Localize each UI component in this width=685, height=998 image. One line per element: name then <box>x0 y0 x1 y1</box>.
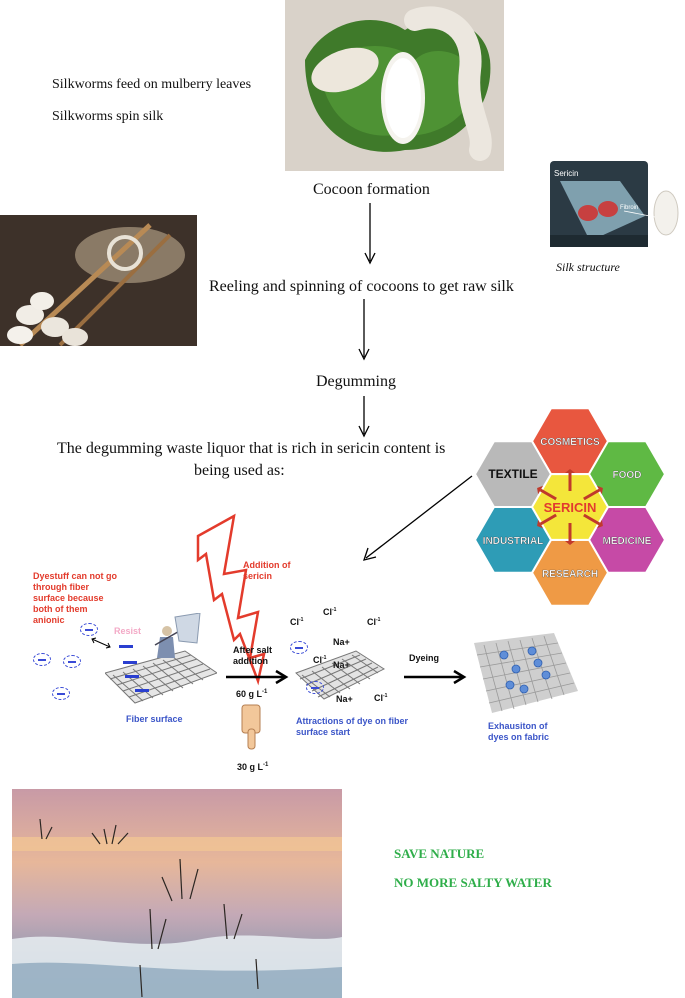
dose-30-exponent: -1 <box>263 762 269 768</box>
fiber-mesh-illustration <box>104 612 219 704</box>
dyeing-label: Dyeing <box>409 653 440 663</box>
reeling-photo <box>0 215 197 346</box>
fiber-surface-label: Fiber surface <box>126 714 183 724</box>
dyed-fabric-graphic <box>474 633 578 715</box>
arrow-down-icon <box>364 203 376 265</box>
save-nature-text: SAVE NATURE <box>394 846 485 861</box>
hex-arrowhead-cosmetics <box>565 469 575 473</box>
fiber-surface-graphic: Resist <box>104 612 219 708</box>
hex-label-medicine: MEDICINE <box>603 536 652 547</box>
chloride-ion-charge: -1 <box>383 693 388 699</box>
hex-arrowhead-food <box>596 485 603 495</box>
dose-30-label: 30 g L-1 <box>237 762 268 772</box>
arrow-right-icon <box>404 669 467 685</box>
salty-water-photo <box>12 789 342 998</box>
resist-label: Resist <box>114 626 142 636</box>
dose-60-exponent: -1 <box>262 689 268 695</box>
dose-60-label: 60 g L-1 <box>236 689 267 699</box>
chloride-ion-charge: -1 <box>376 617 381 623</box>
lightning-bolt-icon <box>196 513 266 686</box>
degumming-label: Degumming <box>316 373 396 390</box>
hex-arrow-industrial <box>539 513 557 526</box>
hex-label-research: RESEARCH <box>542 569 598 580</box>
hex-label-cosmetics: COSMETICS <box>540 437 600 448</box>
sodium-ion-label: Na+ <box>333 660 350 670</box>
chloride-ion-label: Cl-1 <box>290 617 303 627</box>
waste-liquor-line2: being used as: <box>194 462 285 479</box>
chloride-ion-charge: -1 <box>322 655 327 661</box>
arrow-diagonal-icon <box>363 475 473 561</box>
chloride-ion-symbol: Cl <box>323 607 332 617</box>
sodium-ion-label: Na+ <box>336 694 353 704</box>
attractions-label: Attractions of dye on fiber surface star… <box>296 716 409 737</box>
addition-of-sericin-label: Addition of sericin <box>243 560 291 581</box>
waste-liquor-line1: The degumming waste liquor that is rich … <box>57 440 446 457</box>
silkworm-photo <box>285 0 504 171</box>
arrow-down-icon <box>358 299 370 361</box>
hex-arrow-food <box>583 488 601 501</box>
salty-lake-illustration <box>12 789 342 998</box>
hex-arrowhead-research <box>565 541 575 545</box>
hex-center-label: SERICIN <box>544 500 597 515</box>
arrow-down-icon <box>358 396 370 438</box>
reeling-label: Reeling and spinning of cocoons to get r… <box>209 278 514 295</box>
chloride-ion-charge: -1 <box>299 617 304 623</box>
silkworm-illustration <box>285 0 504 171</box>
arrow-right-icon <box>226 669 289 685</box>
silk-structure-image: Sericin Fibroin <box>550 161 682 247</box>
silk-fiber-cross-section <box>550 161 679 247</box>
reeling-machine-illustration <box>0 215 197 346</box>
sodium-ion-label: Na+ <box>333 637 350 647</box>
hex-arrow-medicine <box>583 513 601 526</box>
dye-anion-icon <box>80 623 98 636</box>
dose-60-value: 60 g L <box>236 689 263 699</box>
chloride-ion-symbol: Cl <box>313 655 322 665</box>
chloride-ion-label: Cl-1 <box>313 655 326 665</box>
sericin-hex-graphic: COSMETICS FOOD MEDICINE RESEARCH INDUSTRIAL T… <box>473 407 667 607</box>
dose-30-value: 30 g L <box>237 762 264 772</box>
dye-anion-icon <box>52 687 70 700</box>
hex-arrowhead-textile <box>537 485 544 495</box>
silk-structure-caption: Silk structure <box>556 260 620 274</box>
hex-label-industrial: INDUSTRIAL <box>483 536 544 547</box>
no-more-salty-text: NO MORE SALTY WATER <box>394 875 552 890</box>
spin-text: Silkworms spin silk <box>52 109 164 124</box>
chloride-ion-symbol: Cl <box>367 617 376 627</box>
cocoon-formation-label: Cocoon formation <box>313 181 430 198</box>
sericin-label: Sericin <box>554 169 579 178</box>
dyed-fabric-illustration <box>474 633 578 713</box>
chloride-ion-label: Cl-1 <box>367 617 380 627</box>
hex-arrowhead-medicine <box>596 519 603 529</box>
after-salt-addition-label: After salt addition <box>233 645 273 666</box>
chloride-ion-label: Cl-1 <box>323 607 336 617</box>
sericin-uses-diagram: COSMETICS FOOD MEDICINE RESEARCH INDUSTRIAL T… <box>459 407 681 607</box>
dyestuff-note: Dyestuff can not go through fiber surfac… <box>33 571 118 625</box>
fibroin-label: Fibroin <box>620 205 639 211</box>
exhaustion-label: Exhausiton of dyes on fabric <box>488 721 550 742</box>
dye-anion-icon <box>306 681 324 694</box>
hex-arrowhead-industrial <box>537 519 544 529</box>
chloride-ion-label: Cl-1 <box>374 693 387 703</box>
feed-text: Silkworms feed on mulberry leaves <box>52 77 252 92</box>
dye-anion-icon <box>290 641 308 654</box>
hex-arrow-textile <box>539 488 557 501</box>
ion-mesh-graphic <box>286 605 396 710</box>
dye-anion-icon <box>33 653 51 666</box>
chloride-ion-symbol: Cl <box>290 617 299 627</box>
chloride-ion-symbol: Cl <box>374 693 383 703</box>
chloride-ion-charge: -1 <box>332 607 337 613</box>
dye-anion-icon <box>63 655 81 668</box>
pointing-hand-icon <box>241 704 261 750</box>
hex-label-food: FOOD <box>613 470 642 481</box>
hex-center <box>530 473 610 541</box>
double-arrow-icon <box>91 637 111 649</box>
hex-label-textile: TEXTILE <box>488 467 537 481</box>
